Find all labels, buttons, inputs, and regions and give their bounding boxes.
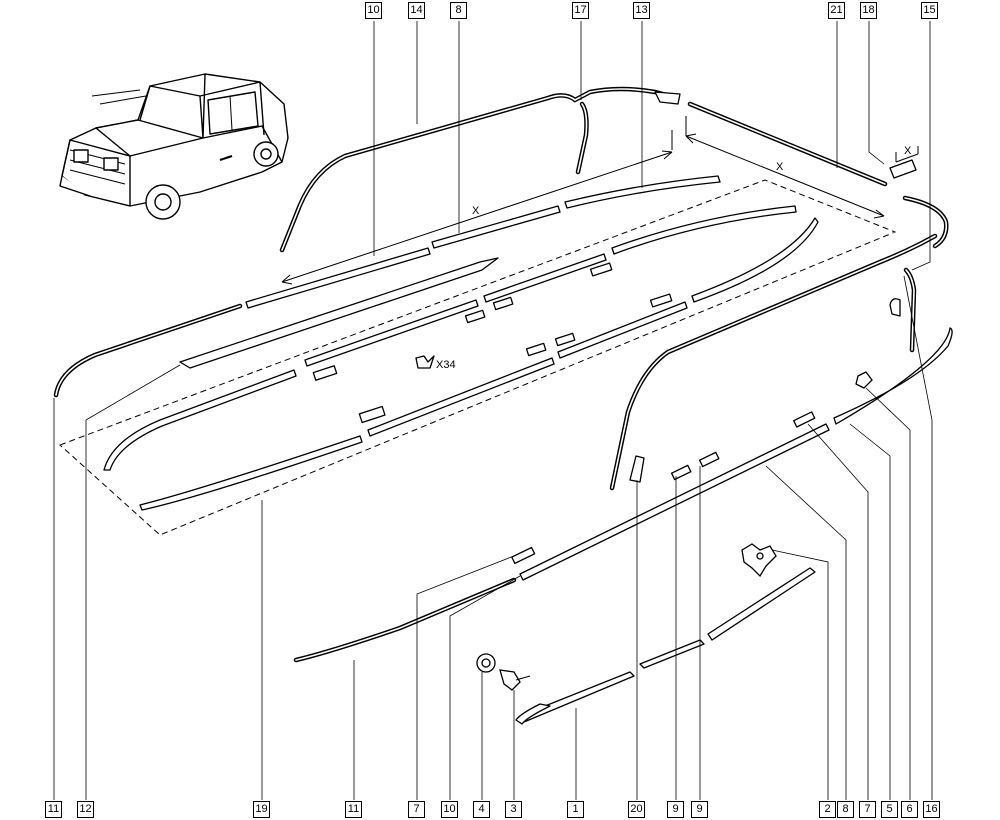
callout-9-bottom-right: 9 — [691, 801, 708, 818]
callout-20-bottom: 20 — [628, 801, 645, 818]
assembly-outline — [59, 179, 897, 536]
callout-7-bottom-right: 7 — [859, 801, 876, 818]
lower-trim-strip — [515, 567, 816, 725]
callout-9-bottom-left: 9 — [667, 801, 684, 818]
left-side-strips — [53, 205, 819, 511]
quantity-label: X34 — [436, 359, 456, 371]
dimension-label-side: X — [472, 205, 480, 217]
callout-17-top: 17 — [572, 2, 589, 19]
dimension-lines — [281, 116, 919, 285]
roof-side-strip — [687, 101, 888, 187]
lower-door-moldings — [293, 327, 953, 663]
callout-4-bottom: 4 — [473, 801, 490, 818]
dimension-label-clip: X — [904, 145, 912, 157]
callout-15-top: 15 — [921, 2, 938, 19]
callout-10-top: 10 — [365, 2, 382, 19]
callout-21-top: 21 — [828, 2, 845, 19]
roof-gutter-molding — [279, 86, 681, 253]
callout-18-top: 18 — [860, 2, 877, 19]
callout-6-bottom: 6 — [901, 801, 918, 818]
callout-1-bottom: 1 — [567, 801, 584, 818]
callout-16-bottom: 16 — [923, 801, 940, 818]
callout-11-bottom-left: 11 — [45, 801, 62, 818]
callout-3-bottom: 3 — [505, 801, 522, 818]
car-illustration — [59, 73, 289, 220]
callout-7-bottom-left: 7 — [408, 801, 425, 818]
leader-lines-top — [373, 21, 931, 271]
leader-lines-bottom — [53, 275, 933, 800]
callout-13-top: 13 — [633, 2, 650, 19]
upper-side-rails — [179, 175, 721, 369]
callout-19-bottom: 19 — [253, 801, 270, 818]
callout-2-bottom: 2 — [819, 801, 836, 818]
callout-10-bottom: 10 — [441, 801, 458, 818]
callout-8-bottom: 8 — [837, 801, 854, 818]
callout-14-top: 14 — [408, 2, 425, 19]
callout-5-bottom: 5 — [881, 801, 898, 818]
dimension-label-roof: X — [776, 161, 784, 173]
small-clips — [312, 262, 673, 424]
clip-18 — [889, 159, 917, 179]
callout-11-bottom: 11 — [345, 801, 362, 818]
callout-8-top: 8 — [450, 2, 467, 19]
right-body-molding — [609, 195, 949, 491]
callout-12-bottom: 12 — [77, 801, 94, 818]
fasteners — [476, 543, 777, 691]
